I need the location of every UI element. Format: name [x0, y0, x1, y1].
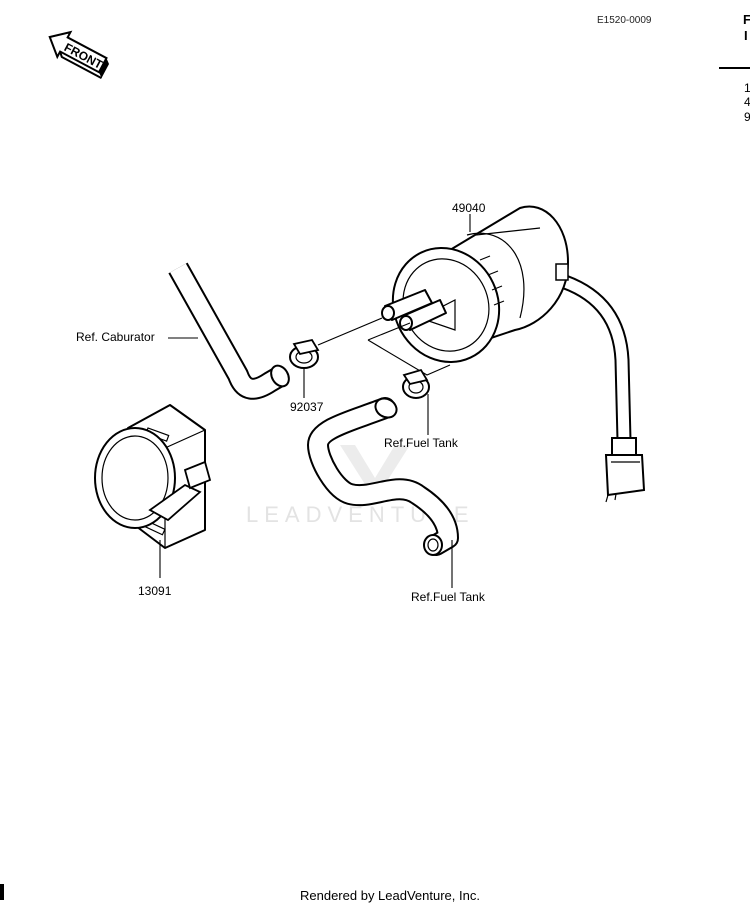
fuel-pump: [381, 205, 646, 503]
pump-connector: [604, 437, 646, 503]
front-arrow-icon: FRONT: [48, 30, 110, 79]
callout-ref-carburator: Ref. Caburator: [76, 330, 155, 344]
fuel-tank-hose: [307, 397, 459, 556]
edge-mark: [0, 884, 4, 900]
callout-49040: 49040: [452, 201, 486, 215]
callout-13091: 13091: [138, 584, 172, 598]
pump-bracket-13091: [94, 404, 212, 549]
carburator-hose: [168, 262, 290, 400]
callout-ref-fuel-tank-lower: Ref.Fuel Tank: [411, 590, 486, 604]
footer-credit: Rendered by LeadVenture, Inc.: [300, 888, 480, 903]
callout-ref-fuel-tank-upper: Ref.Fuel Tank: [384, 436, 459, 450]
edge-text-4: 4: [744, 95, 750, 109]
watermark-logo-icon: [340, 445, 410, 500]
edge-text-i: I: [744, 28, 748, 43]
edge-text-1: 1: [744, 81, 750, 95]
hose-clamp-fuel-tank: [402, 368, 430, 399]
edge-text-9: 9: [744, 110, 750, 124]
drawing-code: E1520-0009: [597, 15, 652, 26]
guide-lines: [317, 317, 451, 376]
hose-clamp-92037: [289, 338, 320, 369]
callout-92037: 92037: [290, 400, 324, 414]
edge-text-f: F: [743, 12, 750, 27]
